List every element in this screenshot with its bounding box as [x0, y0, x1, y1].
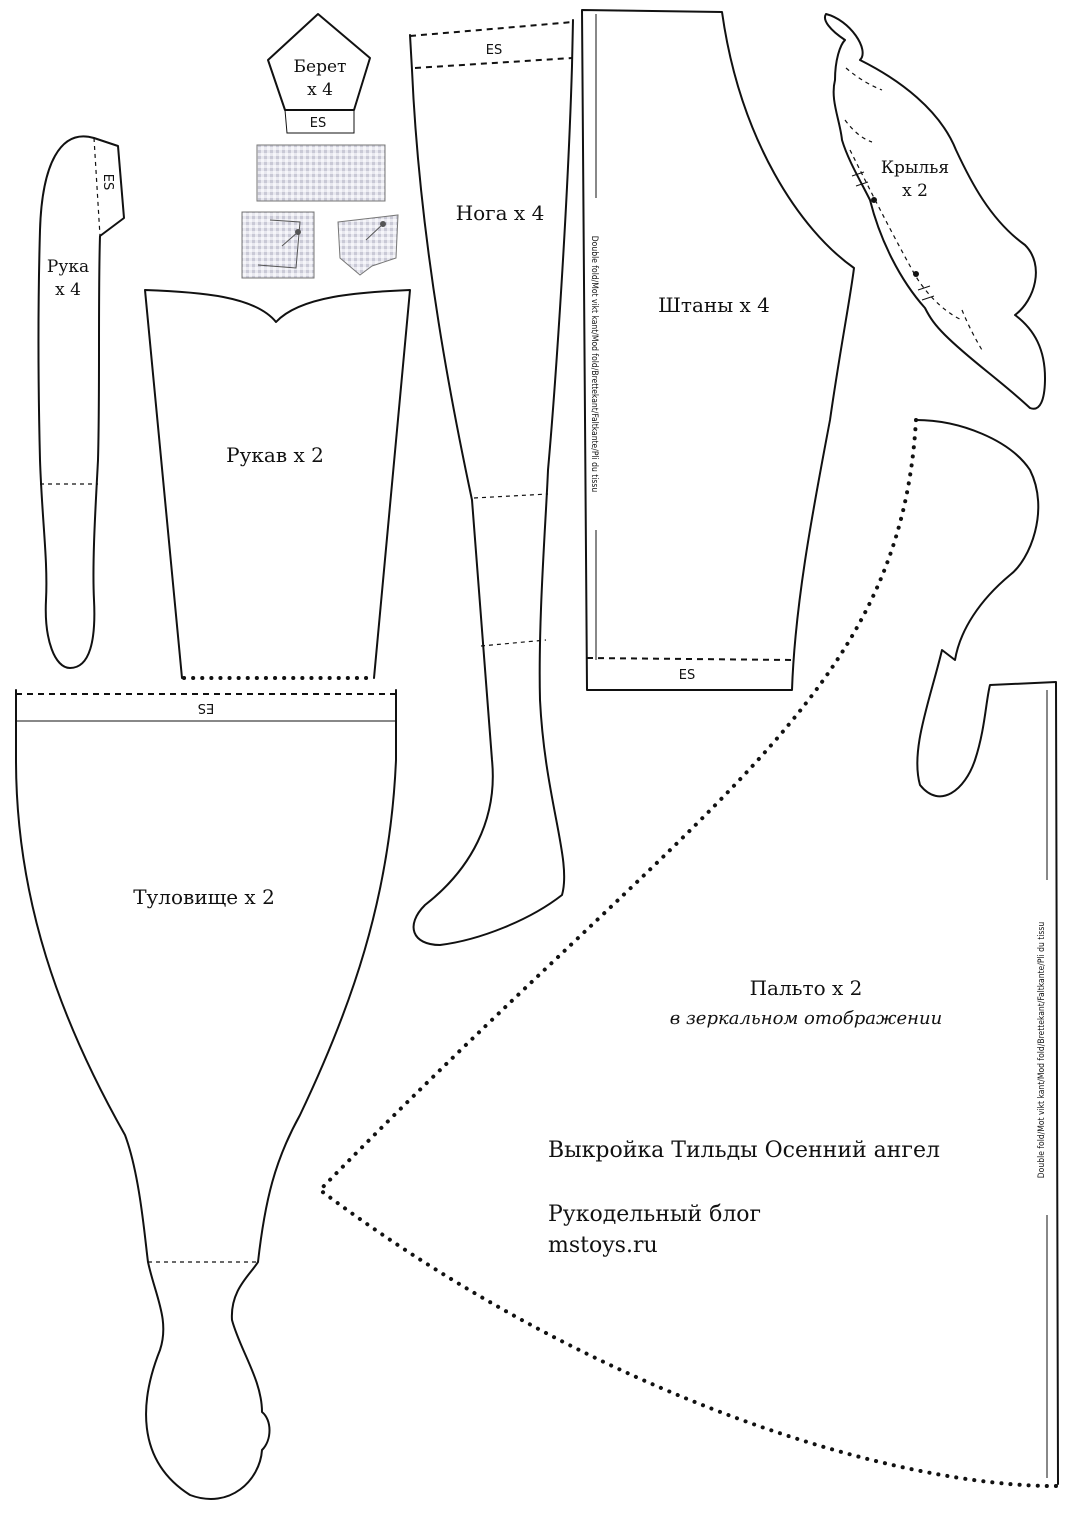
arm-piece: ES Рука х 4 [37, 135, 125, 669]
leg-piece: ES Нога х 4 [409, 19, 574, 946]
sleeve-label: Рукав х 2 [226, 443, 324, 467]
beret-es: ES [310, 116, 326, 131]
beret-piece: Берет х 4 ES [267, 13, 371, 134]
torso-piece: ES Туловище х 2 [15, 689, 397, 1500]
coat-label: Пальто х 2 [750, 976, 863, 1000]
site-url: mstoys.ru [548, 1233, 658, 1258]
wings-name: Крылья [881, 158, 949, 178]
leg-es: ES [486, 43, 502, 58]
coat-piece: Double fold/Mot vikt kant/Mod fold/Brett… [316, 418, 1062, 1489]
leg-label: Нога х 4 [456, 201, 545, 225]
coat-fold-text: Double fold/Mot vikt kant/Mod fold/Brett… [1037, 922, 1047, 1179]
pants-fold-text: Double fold/Mot vikt kant/Mod fold/Brett… [589, 236, 599, 493]
pattern-title: Выкройка Тильды Осенний ангел [548, 1138, 940, 1163]
arm-es: ES [100, 174, 115, 190]
pants-label: Штаны х 4 [658, 293, 770, 317]
arm-name: Рука [47, 257, 89, 277]
wings-qty: х 2 [902, 181, 928, 201]
pants-piece: Double fold/Mot vikt kant/Mod fold/Brett… [581, 9, 855, 691]
torso-label: Туловище х 2 [133, 885, 275, 909]
arm-qty: х 4 [55, 280, 81, 300]
beret-illustration [241, 144, 399, 279]
sleeve-piece: Рукав х 2 [144, 289, 411, 680]
pants-es: ES [679, 668, 695, 683]
wings-piece: Крылья х 2 [824, 13, 1046, 410]
blog-name: Рукодельный блог [548, 1202, 761, 1227]
torso-es: ES [198, 700, 214, 715]
beret-qty: х 4 [307, 80, 333, 100]
coat-note: в зеркальном отображении [670, 1008, 942, 1029]
footer-credits: Выкройка Тильды Осенний ангел Рукодельны… [548, 1138, 940, 1258]
beret-name: Берет [294, 57, 347, 77]
